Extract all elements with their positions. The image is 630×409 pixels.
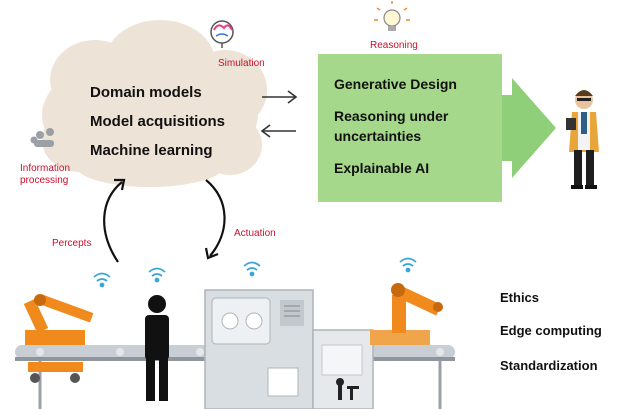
machine-icon bbox=[204, 289, 374, 409]
engineer-figure-icon bbox=[566, 90, 599, 189]
robot-arm-icon bbox=[370, 283, 443, 345]
right-item-edge-computing: Edge computing bbox=[500, 323, 602, 338]
reasoning-box bbox=[318, 54, 502, 202]
reasoning-label: Reasoning bbox=[370, 40, 418, 51]
knowledge-cloud bbox=[42, 20, 267, 187]
percepts-label: Percepts bbox=[52, 238, 92, 249]
tools-icon bbox=[336, 378, 359, 400]
wifi-icon bbox=[93, 257, 417, 288]
right-item-ethics: Ethics bbox=[500, 290, 540, 305]
cloud-item-model-acquisitions: Model acquisitions bbox=[90, 113, 226, 130]
people-network-icon bbox=[30, 128, 54, 147]
person-silhouette-icon bbox=[145, 295, 169, 401]
loop-arrows bbox=[103, 178, 226, 263]
brain-icon bbox=[210, 20, 234, 48]
simulation-label: Simulation bbox=[218, 58, 265, 69]
exchange-arrows bbox=[260, 90, 298, 138]
lightbulb-icon bbox=[374, 1, 410, 31]
right-item-standardization: Standardization bbox=[500, 358, 598, 373]
reasoning-item-generative-design: Generative Design bbox=[334, 76, 457, 92]
reasoning-output-arrow bbox=[502, 78, 556, 178]
actuation-label: Actuation bbox=[234, 228, 276, 239]
cloud-item-machine-learning: Machine learning bbox=[90, 142, 213, 159]
information-processing-label: Information processing bbox=[20, 163, 71, 186]
robot-arm-icon bbox=[23, 294, 94, 383]
reasoning-item-explainable-ai: Explainable AI bbox=[334, 160, 430, 176]
reasoning-item-reasoning-under-uncertainties: Reasoning under uncertainties bbox=[334, 108, 449, 144]
cloud-item-domain-models: Domain models bbox=[90, 84, 202, 101]
